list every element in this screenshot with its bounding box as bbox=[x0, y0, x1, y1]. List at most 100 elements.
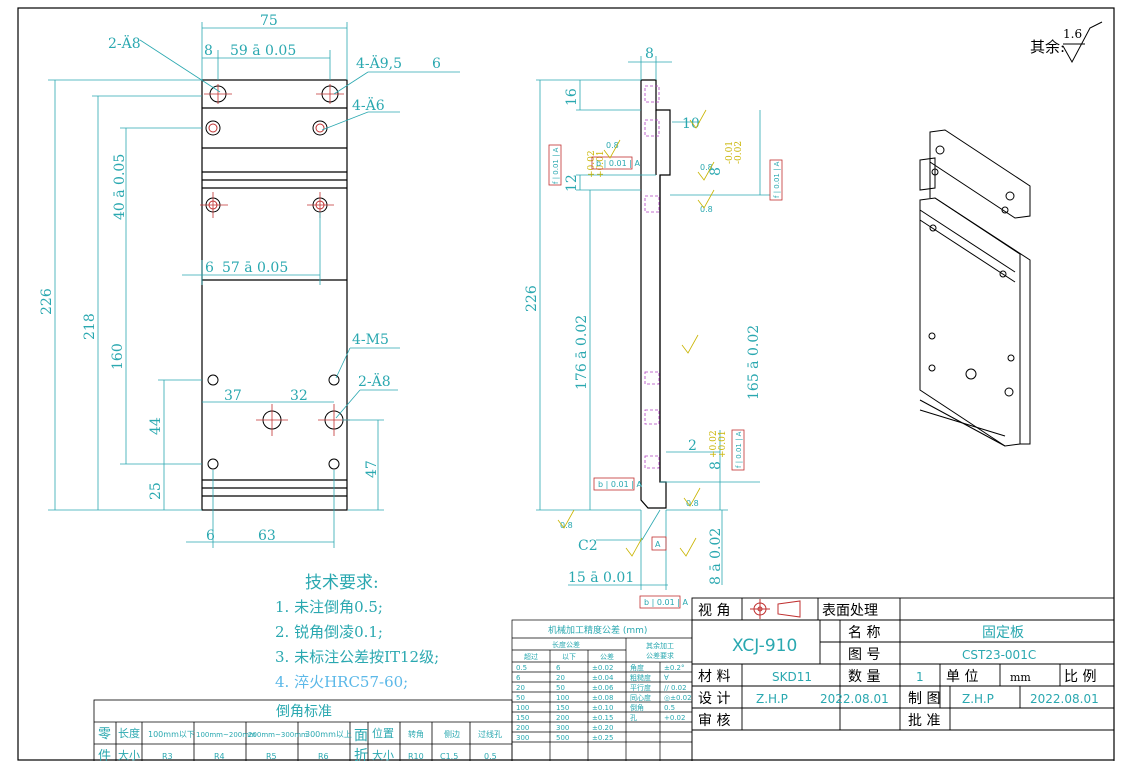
projection-symbol bbox=[750, 599, 801, 619]
offset-8: 8 bbox=[204, 43, 213, 59]
chamfer-part: 零 bbox=[98, 727, 111, 742]
tb-drawing-value: CST23-001C bbox=[962, 648, 1036, 662]
chamfer-c3: 200mm~300mm bbox=[248, 731, 308, 739]
tb-design-date: 2022.08.01 bbox=[820, 692, 889, 706]
tb-unit-value: mm bbox=[1010, 671, 1031, 684]
hole-note-9-5: 4-Ä9,5 bbox=[356, 54, 402, 72]
tolerance-cell: 同心度 bbox=[630, 693, 651, 702]
side-view bbox=[640, 79, 671, 509]
tb-design-label: 设 计 bbox=[698, 691, 730, 707]
tolerance-over: 超过 bbox=[524, 652, 538, 661]
side-height-226: 226 bbox=[524, 285, 540, 312]
tolerance-cell: 平行度 bbox=[630, 683, 651, 692]
tb-draw-value: Z.H.P bbox=[962, 692, 994, 706]
pitch-59: 59 ā 0.05 bbox=[230, 43, 296, 59]
tolerance-cell: ±0.08 bbox=[592, 694, 613, 702]
flat-frame-1: f | 0.01 | A bbox=[552, 147, 560, 184]
width-15: 15 ā 0.01 bbox=[568, 570, 634, 586]
tb-qty-value: 1 bbox=[916, 670, 924, 684]
low8-tol-2: +0.01 bbox=[718, 430, 728, 458]
chamfer-r3: R5 bbox=[266, 752, 277, 761]
step-10: 10 bbox=[682, 116, 700, 132]
front-view bbox=[201, 79, 348, 511]
roughness-label: 其余: bbox=[1030, 38, 1065, 56]
tolerance-cell: ±0.10 bbox=[592, 704, 613, 712]
chamfer-size2: 大小 bbox=[372, 748, 394, 761]
tolerance-cell: ◎±0.02 bbox=[664, 694, 692, 702]
tb-design-value: Z.H.P bbox=[756, 692, 788, 706]
tolerance-cell: ∀ bbox=[664, 674, 669, 682]
step-2: 2 bbox=[688, 438, 697, 454]
tech-item-1: 1. 未注倒角0.5; bbox=[275, 598, 383, 616]
dimension-63: 63 bbox=[258, 528, 276, 544]
tech-title: 技术要求: bbox=[305, 573, 379, 593]
tolerance-cell: 150 bbox=[516, 714, 529, 722]
tb-draw-date: 2022.08.01 bbox=[1030, 692, 1099, 706]
height-47: 47 bbox=[364, 460, 380, 478]
right8-tol-2: -0.02 bbox=[734, 141, 744, 164]
width-dimension: 75 bbox=[260, 13, 278, 29]
chamfer-r6: C1.5 bbox=[440, 752, 458, 761]
rough-4: 0.8 bbox=[560, 521, 573, 530]
bottom-8: 8 ā 0.02 bbox=[708, 528, 724, 585]
tolerance-cell: 200 bbox=[556, 714, 569, 722]
tb-approve-label: 批 准 bbox=[908, 713, 940, 729]
tb-draw-label: 制 图 bbox=[908, 691, 940, 707]
chamfer-r1: R3 bbox=[162, 752, 173, 761]
roughness-note: 其余: 1.6 bbox=[1030, 21, 1103, 64]
height-165: 165 ā 0.02 bbox=[746, 325, 762, 400]
bottom-offset-6: 6 bbox=[206, 528, 215, 544]
chamfer-title: 倒角标准 bbox=[276, 704, 332, 720]
tolerance-cell: ±0.2° bbox=[664, 664, 685, 672]
chamfer-c1: 100mm以下 bbox=[148, 730, 195, 739]
tolerance-cell: 粗糙度 bbox=[630, 673, 651, 682]
tolerance-cell: 50 bbox=[556, 684, 565, 692]
tb-surface: 表面处理 bbox=[822, 603, 878, 619]
right-8: 8 bbox=[708, 167, 724, 176]
tolerance-table bbox=[511, 619, 693, 761]
rough-1: 0.8 bbox=[606, 141, 619, 150]
tb-name-value: 固定板 bbox=[982, 625, 1024, 641]
tolerance-title: 机械加工精度公差 (mm) bbox=[548, 624, 647, 636]
tolerance-cell: ±0.06 bbox=[592, 684, 614, 692]
chamfer-r7: 0.5 bbox=[484, 752, 497, 761]
tolerance-cell: +0.02 bbox=[664, 714, 685, 722]
tech-item-4: 4. 淬火HRC57-60; bbox=[275, 673, 408, 691]
low8-tol-1: +0.02 bbox=[709, 430, 719, 458]
tolerance-cell: 300 bbox=[556, 724, 569, 732]
tolerance-cell: 角度 bbox=[630, 663, 644, 672]
pin-note-top: 2-Ä8 bbox=[108, 34, 141, 52]
tolerance-cell: 倒角 bbox=[630, 703, 644, 712]
chamfer-c2: C2 bbox=[578, 538, 598, 554]
tech-item-3: 3. 未标注公差按IT12级; bbox=[275, 648, 439, 666]
tech-item-2: 2. 锐角倒凌0.1; bbox=[275, 623, 383, 641]
flat-frame-2: f | 0.01 | A bbox=[773, 161, 781, 198]
rough-3: 0.8 bbox=[700, 205, 713, 214]
tolerance-cell: ±0.02 bbox=[592, 664, 613, 672]
chamfer-r5: R10 bbox=[408, 752, 424, 761]
thickness-8: 8 bbox=[645, 46, 654, 62]
tb-unit-label: 单 位 bbox=[946, 669, 978, 685]
tolerance-cell: 50 bbox=[516, 694, 525, 702]
height-40: 40 ā 0.05 bbox=[112, 154, 128, 220]
tolerance-cell: 150 bbox=[556, 704, 569, 712]
tolerance-cell: ±0.15 bbox=[592, 714, 613, 722]
roughness-value: 1.6 bbox=[1063, 27, 1082, 41]
height-226: 226 bbox=[39, 288, 55, 315]
chamfer-c7: 过线孔 bbox=[478, 729, 502, 739]
tolerance-cell: 孔 bbox=[630, 714, 637, 722]
tolerance-cell: ±0.20 bbox=[592, 724, 613, 732]
chamfer-length: 长度 bbox=[118, 726, 140, 740]
flat-frame-3: f | 0.01 | A bbox=[735, 431, 743, 468]
front-holes bbox=[205, 85, 344, 470]
step-16: 16 bbox=[564, 88, 580, 106]
tolerance-cell: 6 bbox=[516, 674, 521, 682]
height-176: 176 ā 0.02 bbox=[574, 315, 590, 390]
height-218: 218 bbox=[82, 313, 98, 340]
tb-review-label: 审 核 bbox=[698, 713, 730, 729]
tolerance-cell: 500 bbox=[556, 734, 569, 742]
tb-qty-label: 数 量 bbox=[848, 669, 880, 685]
tech-requirements: 技术要求: 1. 未注倒角0.5; 2. 锐角倒凌0.1; 3. 未标注公差按I… bbox=[275, 573, 439, 691]
chamfer-c6: 侧边 bbox=[444, 729, 460, 739]
step-12: 12 bbox=[564, 174, 580, 192]
